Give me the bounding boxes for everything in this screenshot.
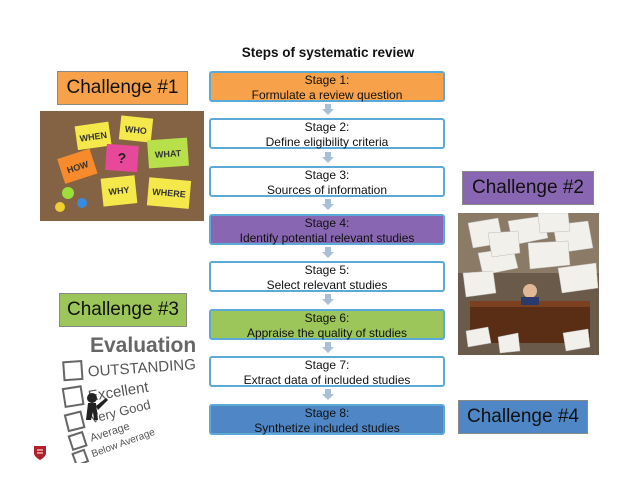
stage-6-box: Stage 6: Appraise the quality of studies bbox=[209, 309, 445, 340]
stage-4-box: Stage 4: Identify potential relevant stu… bbox=[209, 214, 445, 245]
stage-6-number: Stage 6: bbox=[304, 311, 350, 325]
stage-1-box: Stage 1: Formulate a review question bbox=[209, 71, 445, 102]
stage-7-label: Extract data of included studies bbox=[243, 373, 411, 387]
sticky-note-when: WHEN bbox=[79, 130, 108, 144]
crest-logo-icon bbox=[34, 446, 46, 460]
stage-3-box: Stage 3: Sources of information bbox=[209, 166, 445, 197]
stage-1-label: Formulate a review question bbox=[251, 88, 403, 102]
stage-8-label: Synthetize included studies bbox=[254, 421, 400, 435]
stage-7-number: Stage 7: bbox=[304, 358, 350, 372]
down-arrow-icon bbox=[322, 104, 334, 115]
stage-1-number: Stage 1: bbox=[304, 73, 350, 87]
stage-6-label: Appraise the quality of studies bbox=[246, 326, 408, 340]
stage-5-number: Stage 5: bbox=[304, 263, 350, 277]
evaluation-item-outstanding: OUTSTANDING bbox=[87, 356, 196, 380]
challenge-2-label: Challenge #2 bbox=[462, 171, 594, 205]
sticky-note-question: ? bbox=[117, 150, 127, 167]
paperwork-overload-image bbox=[458, 213, 599, 355]
sticky-note-who: WHO bbox=[124, 124, 147, 136]
sticky-note-what: WHAT bbox=[155, 148, 182, 160]
down-arrow-icon bbox=[322, 247, 334, 258]
stage-7-box: Stage 7: Extract data of included studie… bbox=[209, 356, 445, 387]
sticky-notes-image: WHEN WHO HOW ? WHAT WHY WHERE bbox=[40, 111, 204, 221]
challenge-1-label: Challenge #1 bbox=[57, 71, 188, 105]
stage-5-box: Stage 5: Select relevant studies bbox=[209, 261, 445, 292]
down-arrow-icon bbox=[322, 152, 334, 163]
stage-3-number: Stage 3: bbox=[304, 168, 350, 182]
down-arrow-icon bbox=[322, 199, 334, 210]
stage-2-label: Define eligibility criteria bbox=[265, 135, 389, 149]
down-arrow-icon bbox=[322, 294, 334, 305]
challenge-3-label: Challenge #3 bbox=[59, 293, 187, 327]
stage-8-box: Stage 8: Synthetize included studies bbox=[209, 404, 445, 435]
down-arrow-icon bbox=[322, 342, 334, 353]
sticky-note-where: WHERE bbox=[152, 187, 186, 200]
stage-2-box: Stage 2: Define eligibility criteria bbox=[209, 118, 445, 149]
stage-5-label: Select relevant studies bbox=[266, 278, 388, 292]
evaluation-checklist-image: Evaluation OUTSTANDING Excellent Very Go… bbox=[61, 334, 196, 463]
challenge-4-label: Challenge #4 bbox=[458, 400, 588, 434]
stage-4-number: Stage 4: bbox=[304, 216, 350, 230]
stage-2-number: Stage 2: bbox=[304, 120, 350, 134]
sticky-note-why: WHY bbox=[108, 185, 130, 197]
diagram-title: Steps of systematic review bbox=[241, 45, 415, 60]
down-arrow-icon bbox=[322, 389, 334, 400]
stage-8-number: Stage 8: bbox=[304, 406, 350, 420]
stage-4-label: Identify potential relevant studies bbox=[239, 231, 415, 245]
evaluation-heading: Evaluation bbox=[90, 334, 196, 357]
stage-3-label: Sources of information bbox=[266, 183, 388, 197]
